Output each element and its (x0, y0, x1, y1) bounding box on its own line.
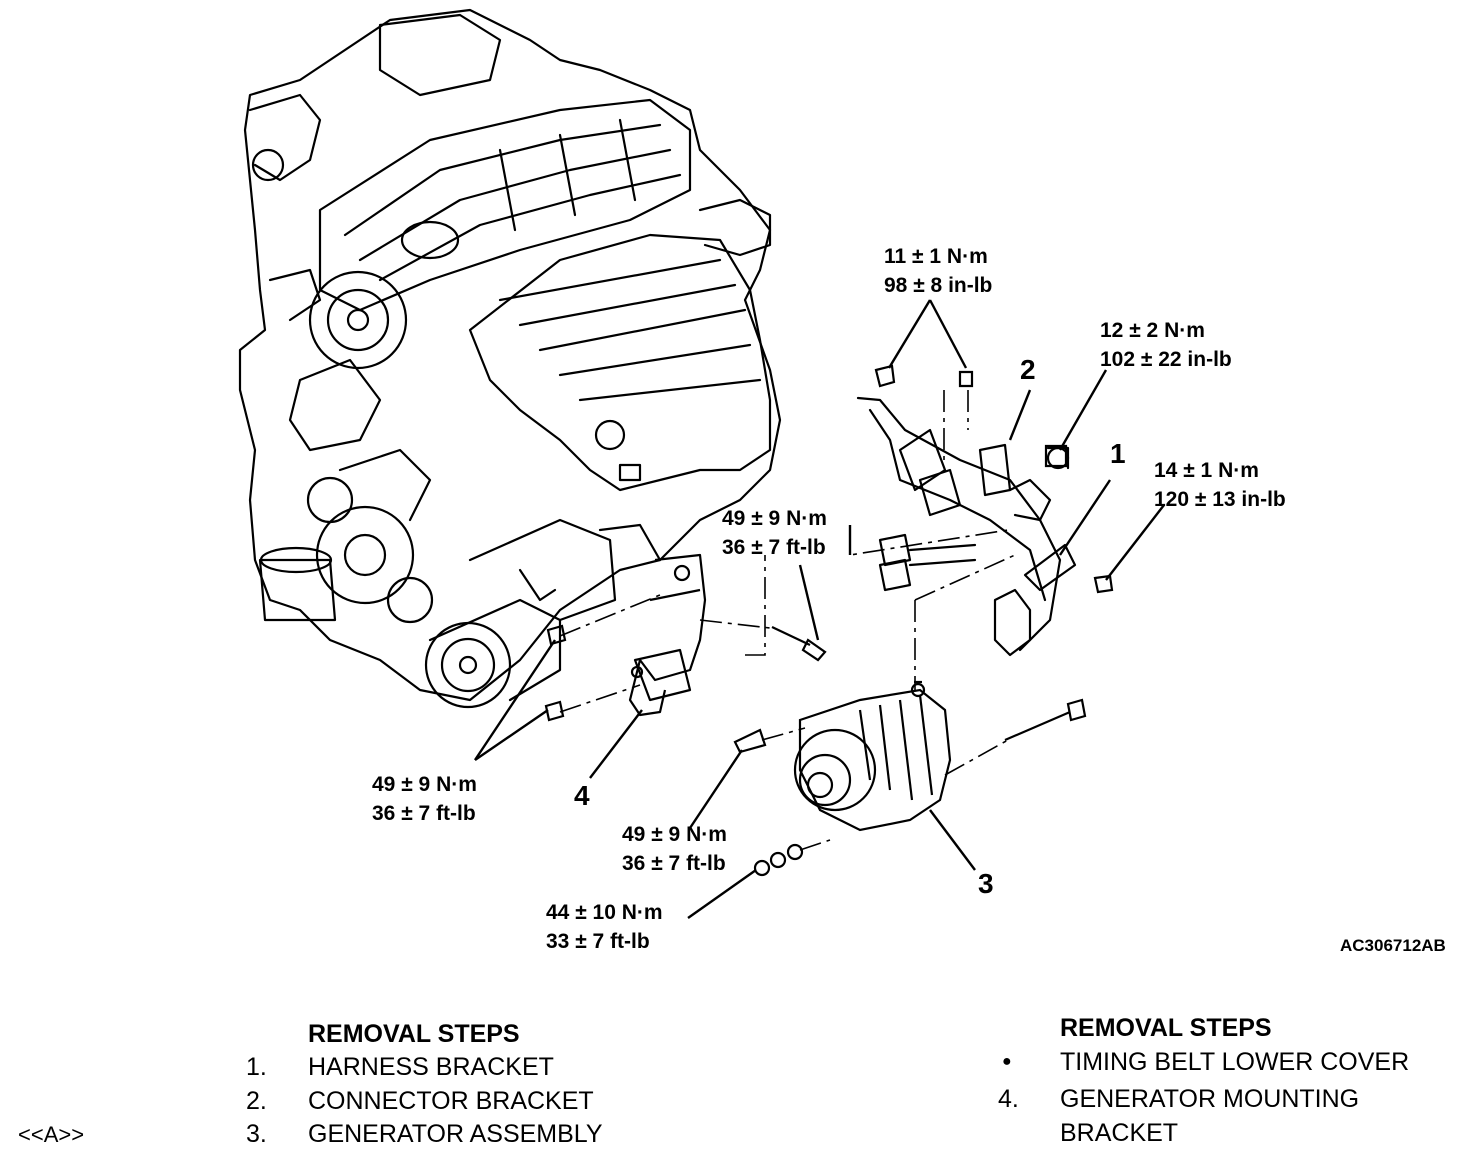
step-text: CONNECTOR BRACKET (308, 1087, 594, 1115)
generator-assembly-drawing (793, 680, 952, 832)
step-number: 1. (246, 1053, 267, 1081)
removal-steps-heading-right: REMOVAL STEPS (1060, 1014, 1272, 1042)
torque-imperial: 36 ± 7 ft-lb (722, 536, 826, 559)
torque-imperial: 33 ± 7 ft-lb (546, 930, 650, 953)
torque-nm: 44 ± 10 N·m (546, 901, 663, 924)
engine-block-drawing (238, 8, 782, 709)
alignment-lines (559, 390, 1016, 851)
step-number: 4. (998, 1085, 1019, 1113)
torque-imperial: 120 ± 13 in-lb (1154, 488, 1286, 511)
step-text: TIMING BELT LOWER COVER (1060, 1048, 1410, 1076)
step-number: 3. (246, 1120, 267, 1148)
generator-mounting-bracket-drawing (628, 553, 707, 717)
torque-imperial: 36 ± 7 ft-lb (372, 802, 476, 825)
callout-1: 1 (1110, 438, 1126, 469)
torque-label-nut: 12 ± 2 N·m 102 ± 22 in-lb (1100, 316, 1232, 374)
torque-label-bracket-mount-bolts: 49 ± 9 N·m 36 ± 7 ft-lb (372, 770, 477, 828)
torque-label-generator-nut: 44 ± 10 N·m 33 ± 7 ft-lb (546, 898, 663, 956)
step-text: HARNESS BRACKET (308, 1053, 554, 1081)
torque-imperial: 98 ± 8 in-lb (884, 274, 993, 297)
torque-nm: 14 ± 1 N·m (1154, 459, 1259, 482)
torque-nm: 49 ± 9 N·m (372, 773, 477, 796)
torque-imperial: 36 ± 7 ft-lb (622, 852, 726, 875)
callout-4: 4 (574, 780, 590, 811)
step-text: BRACKET (1060, 1119, 1179, 1147)
callout-3: 3 (978, 868, 994, 899)
service-point-marker: <<A>> (18, 1122, 85, 1147)
torque-nm: 49 ± 9 N·m (622, 823, 727, 846)
step-text: GENERATOR ASSEMBLY (308, 1120, 603, 1148)
leader-lines (474, 299, 1165, 919)
torque-nm: 11 ± 1 N·m (884, 245, 988, 268)
removal-steps-heading-left: REMOVAL STEPS (308, 1020, 520, 1048)
torque-label-connector-bolts: 11 ± 1 N·m 98 ± 8 in-lb (884, 242, 992, 300)
bullet-icon: ● (1002, 1053, 1012, 1070)
torque-imperial: 102 ± 22 in-lb (1100, 348, 1232, 371)
torque-nm: 12 ± 2 N·m (1100, 319, 1205, 342)
torque-label-generator-bolt: 49 ± 9 N·m 36 ± 7 ft-lb (622, 820, 727, 878)
figure-code: AC306712AB (1340, 936, 1446, 955)
torque-label-bracket-bolt: 49 ± 9 N·m 36 ± 7 ft-lb (722, 504, 827, 562)
bolts (544, 364, 1114, 877)
step-text: GENERATOR MOUNTING (1060, 1085, 1360, 1113)
torque-nm: 49 ± 9 N·m (722, 507, 827, 530)
torque-label-harness-bolt: 14 ± 1 N·m 120 ± 13 in-lb (1154, 456, 1286, 514)
harness-connector-drawing (856, 396, 1077, 657)
step-number: 2. (246, 1087, 267, 1115)
callout-2: 2 (1020, 354, 1036, 385)
